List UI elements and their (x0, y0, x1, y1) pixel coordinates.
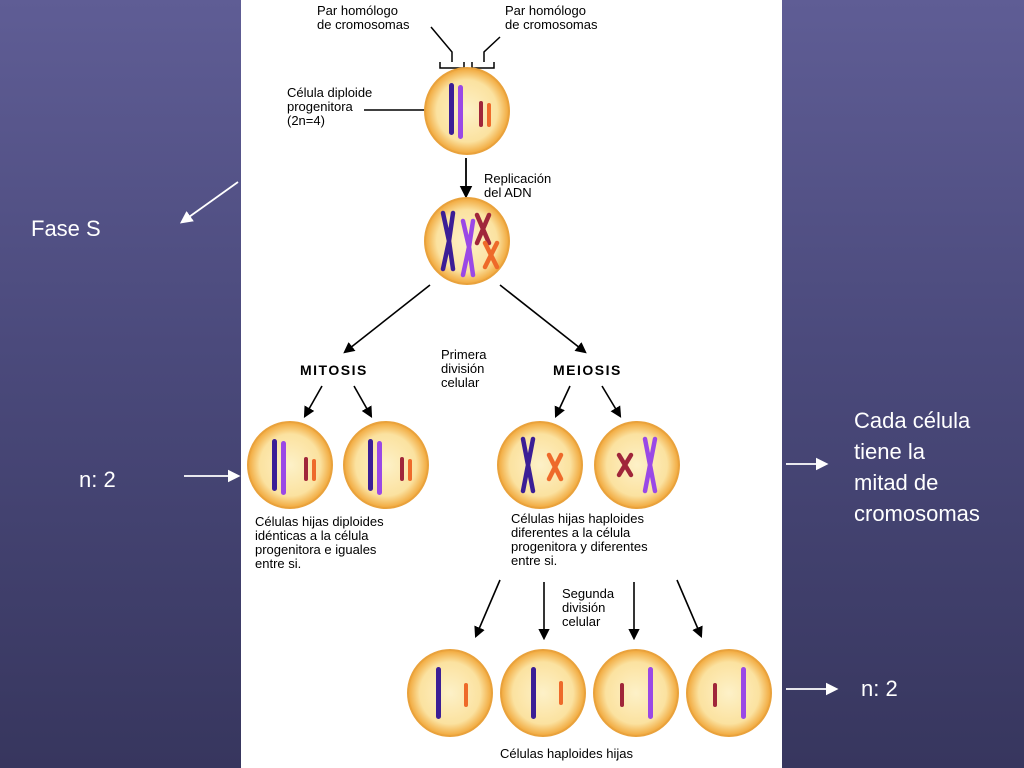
meiosis-heading: MEIOSIS (553, 362, 622, 378)
branch-arrows (303, 284, 622, 419)
phase-s-label: Fase S (31, 216, 101, 241)
second-division-label: Segunda división celular (562, 586, 615, 629)
diploid-daughters-caption: Células hijas diploides idénticas a la c… (255, 514, 384, 571)
diploid-parent-cell-label: Célula diploide progenitora (2n=4) (287, 85, 373, 128)
homologous-pair-brackets (364, 26, 501, 111)
second-division-arrows (474, 579, 703, 641)
homologous-pair-label-2: Par homólogo de cromosomas (505, 3, 598, 32)
parent-diploid-cell (424, 67, 510, 155)
haploid-daughter-cell-3 (593, 649, 679, 737)
chromosome-number-right-label: n: 2 (861, 676, 898, 701)
haploid-daughter-cell-2 (500, 649, 586, 737)
replicated-cell (424, 197, 510, 285)
haploid-daughter-cell-4 (686, 649, 772, 737)
slide-pointer-arrows (179, 181, 839, 696)
meiosis-daughter-cell-2 (594, 421, 680, 509)
mitosis-daughter-cell-2 (343, 421, 429, 509)
mitosis-daughter-cell-1 (247, 421, 333, 509)
diagram-panel (241, 0, 782, 768)
haploid-daughter-cell-1 (407, 649, 493, 737)
half-chromosomes-label: Cada célula tiene la mitad de cromosomas (854, 408, 980, 526)
meiosis-daughter-cell-1 (497, 421, 583, 509)
first-division-label: Primera división celular (441, 347, 487, 390)
mitosis-heading: MITOSIS (300, 362, 368, 378)
chromosome-number-left-label: n: 2 (79, 467, 116, 492)
haploid-daughters-caption: Células hijas haploides diferentes a la … (511, 511, 648, 568)
dna-replication-label: Replicación del ADN (484, 171, 552, 200)
homologous-pair-label-1: Par homólogo de cromosomas (317, 3, 410, 32)
haploid-daughter-cells-caption: Células haploides hijas (500, 746, 633, 761)
